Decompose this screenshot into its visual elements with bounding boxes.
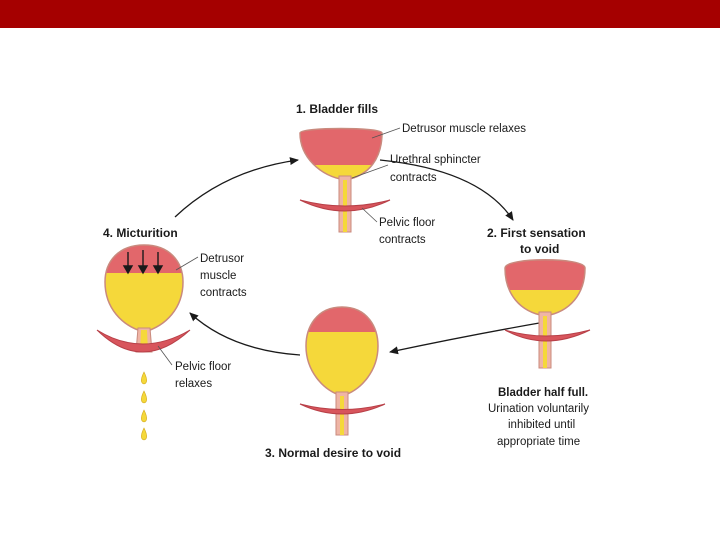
label-floor-relaxes-line1: Pelvic floor (175, 361, 231, 373)
caption-line4: appropriate time (497, 436, 580, 448)
label-detrusor-contracts-line3: contracts (200, 287, 247, 299)
label-detrusor-relaxes: Detrusor muscle relaxes (402, 123, 526, 135)
label-detrusor-contracts-line1: Detrusor (200, 253, 244, 265)
caption-line1: Bladder half full. (498, 387, 588, 399)
label-detrusor-contracts-line2: muscle (200, 270, 236, 282)
stage-3-title: 3. Normal desire to void (265, 446, 401, 460)
arrow-1-to-2 (379, 159, 514, 221)
arrow-3-to-4 (189, 312, 301, 356)
header-bar (0, 0, 720, 28)
bladder-stage-2 (504, 259, 591, 369)
cycle-arrows (174, 157, 546, 356)
stage-2-title-line2: to void (520, 242, 559, 256)
stage-2-title-line1: 2. First sensation (487, 226, 586, 240)
bladder-stage-3 (299, 306, 386, 436)
caption-line2: Urination voluntarily (488, 403, 589, 415)
leader-lines (157, 127, 401, 366)
label-sphincter-line1: Urethral sphincter (390, 154, 481, 166)
label-sphincter-line2: contracts (390, 172, 437, 184)
stage-1-title: 1. Bladder fills (296, 102, 378, 116)
label-floor-relaxes-line2: relaxes (175, 378, 212, 390)
arrow-4-to-1 (174, 157, 299, 218)
label-floor-contracts-line2: contracts (379, 234, 426, 246)
arrow-2-to-3 (389, 321, 546, 355)
bladder-stage-4 (96, 244, 191, 441)
urine-drops (141, 371, 147, 441)
stage-4-title: 4. Micturition (103, 226, 178, 240)
contraction-arrows (122, 250, 164, 275)
caption-line3: inhibited until (508, 419, 575, 431)
label-floor-contracts-line1: Pelvic floor (379, 217, 435, 229)
